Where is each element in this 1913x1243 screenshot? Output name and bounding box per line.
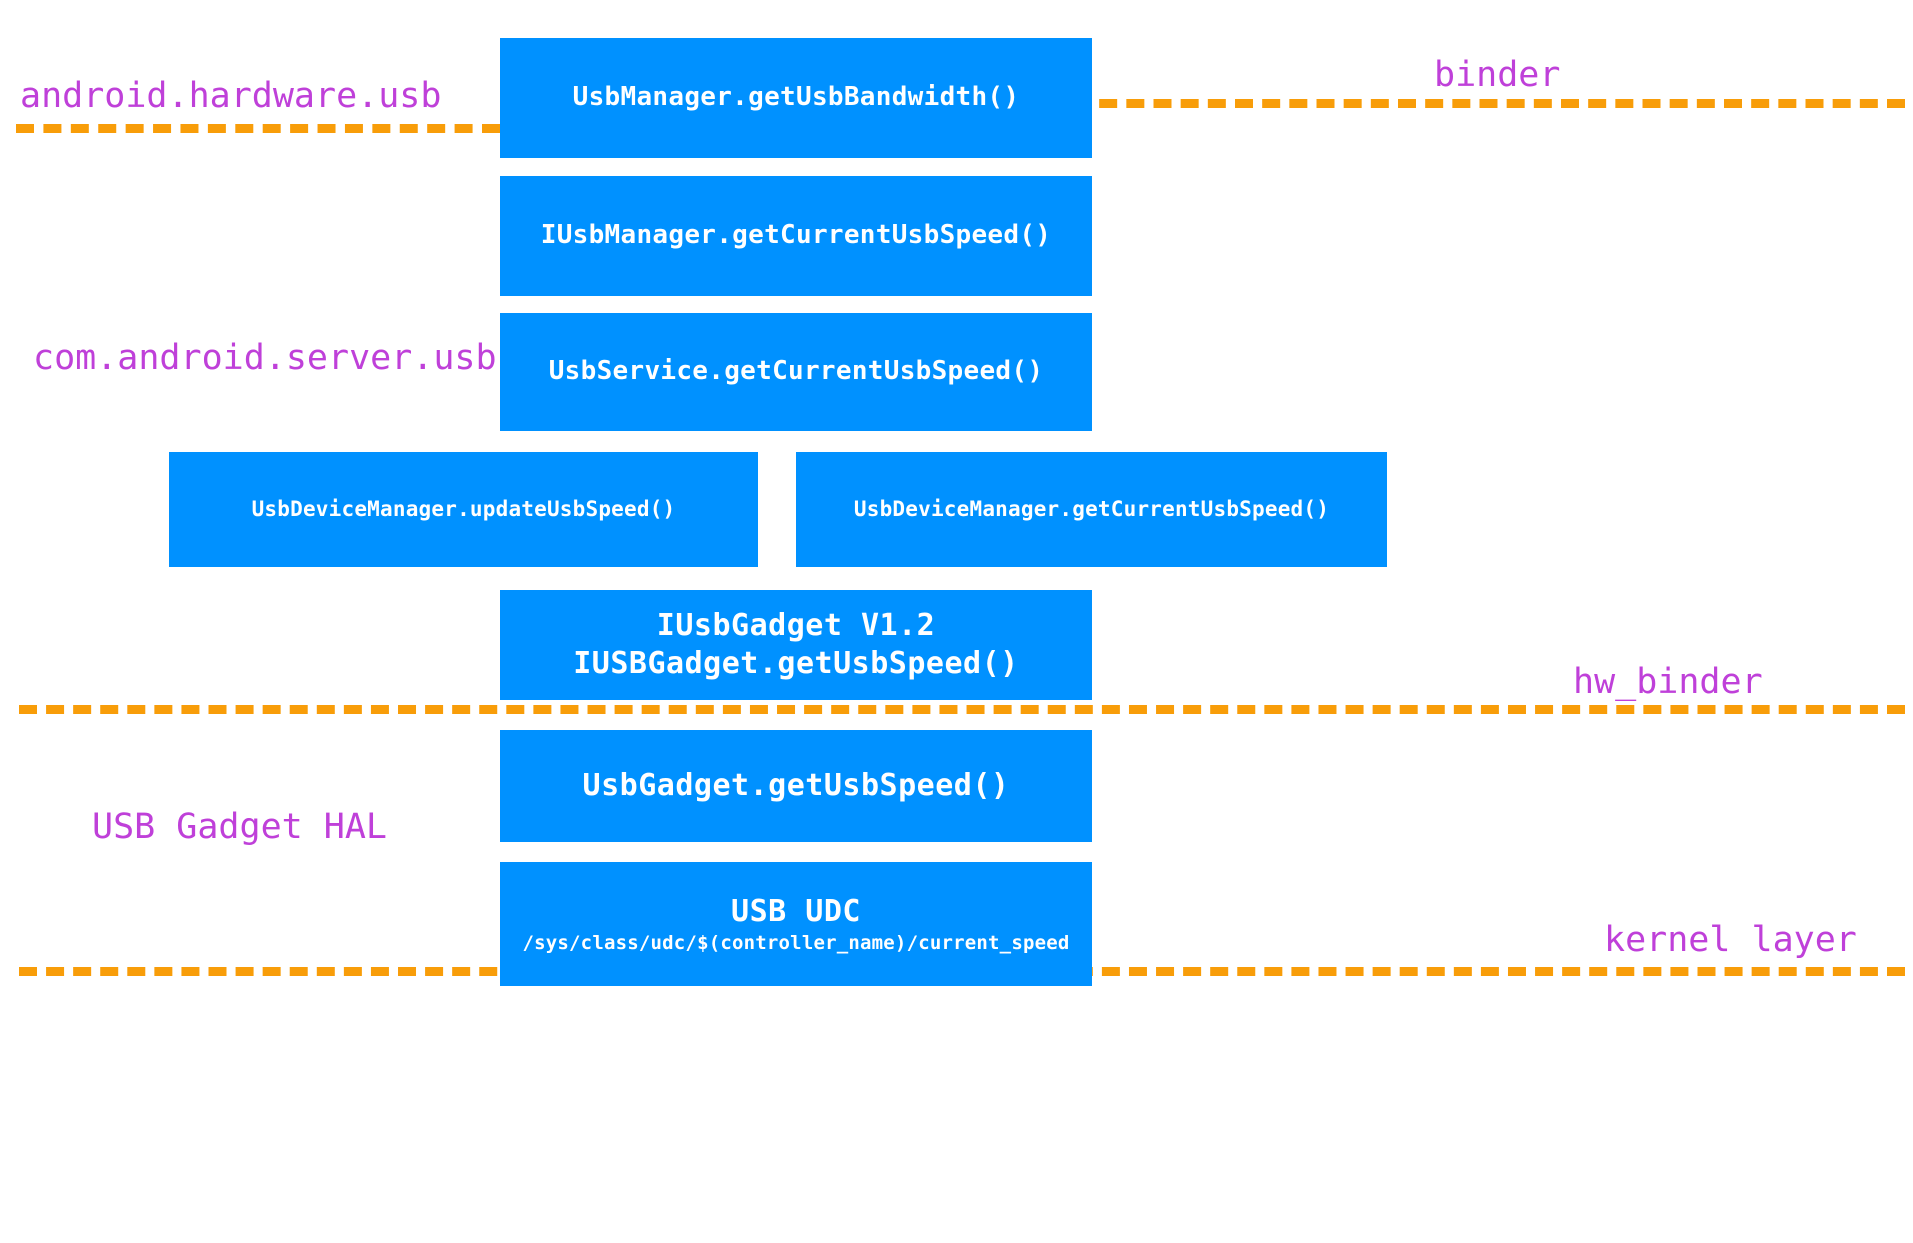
- node-label: UsbDeviceManager.getCurrentUsbSpeed(): [853, 497, 1330, 522]
- layer-label-kernel-layer: kernel layer: [1604, 920, 1857, 960]
- node-iusbgadget: IUsbGadget V1.2 IUSBGadget.getUsbSpeed(): [500, 590, 1092, 700]
- layer-label-com-android-server-usb: com.android.server.usb: [33, 338, 497, 378]
- node-label-sysfs-path: /sys/class/udc/$(controller_name)/curren…: [522, 932, 1070, 955]
- node-label-line1: USB UDC: [731, 893, 861, 929]
- node-label: UsbService.getCurrentUsbSpeed(): [548, 356, 1044, 387]
- node-usbmanager-getusbbandwidth: UsbManager.getUsbBandwidth(): [500, 38, 1092, 158]
- node-usbgadget-getusbspeed: UsbGadget.getUsbSpeed(): [500, 730, 1092, 842]
- separator-hw-binder: [19, 705, 1905, 714]
- node-iusbmanager-getcurrentusbspeed: IUsbManager.getCurrentUsbSpeed(): [500, 176, 1092, 296]
- node-usbdevicemanager-getcurrentusbspeed: UsbDeviceManager.getCurrentUsbSpeed(): [796, 452, 1387, 567]
- layer-label-usb-gadget-hal: USB Gadget HAL: [92, 807, 388, 847]
- node-label-line1: IUsbGadget V1.2: [656, 607, 936, 643]
- separator-binder-right: [1072, 99, 1905, 108]
- node-label: IUsbManager.getCurrentUsbSpeed(): [540, 220, 1052, 251]
- node-label: UsbDeviceManager.updateUsbSpeed(): [251, 497, 676, 522]
- layer-label-binder: binder: [1434, 55, 1561, 95]
- node-usbdevicemanager-updateusbspeed: UsbDeviceManager.updateUsbSpeed(): [169, 452, 758, 567]
- layer-label-android-hardware-usb: android.hardware.usb: [20, 76, 442, 116]
- node-label: UsbGadget.getUsbSpeed(): [582, 767, 1010, 803]
- layer-label-hw-binder: hw_binder: [1573, 662, 1763, 702]
- node-label: UsbManager.getUsbBandwidth(): [572, 82, 1020, 113]
- node-usb-udc: USB UDC /sys/class/udc/$(controller_name…: [500, 862, 1092, 986]
- node-label-line2: IUSBGadget.getUsbSpeed(): [573, 646, 1019, 681]
- node-usbservice-getcurrentusbspeed: UsbService.getCurrentUsbSpeed(): [500, 313, 1092, 431]
- separator-binder-left: [16, 124, 500, 133]
